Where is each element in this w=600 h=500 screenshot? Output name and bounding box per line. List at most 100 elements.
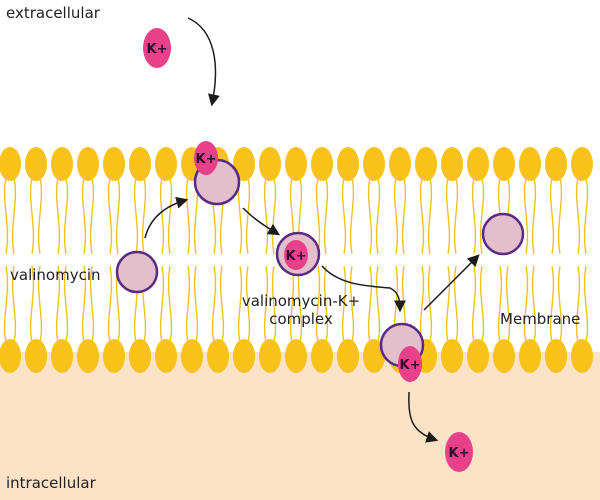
k-ion-binding: K+ <box>194 141 218 175</box>
lipid-tail <box>471 177 477 255</box>
lipid-tail <box>29 265 35 343</box>
lipid-tail <box>349 177 355 255</box>
lipid-tail <box>497 265 503 343</box>
complex-label-line2: complex <box>269 310 333 328</box>
lipid-tail <box>37 177 43 255</box>
lipid-tail <box>575 177 581 255</box>
lipid-tail <box>245 177 251 255</box>
k-ion-label: K+ <box>196 152 217 167</box>
lipid-tail <box>63 177 69 255</box>
lipid-head <box>467 147 489 181</box>
lipid-tail <box>445 177 451 255</box>
lipid-tail <box>479 177 485 255</box>
k-ion-in-complex: K+ <box>284 240 308 270</box>
lipid-head <box>233 147 255 181</box>
lipid-head <box>311 339 333 373</box>
extracellular-label: extracellular <box>6 4 100 22</box>
complex-label: valinomycin-K+ complex <box>236 292 366 328</box>
lipid-head <box>545 147 567 181</box>
lipid-tail <box>549 265 555 343</box>
lipid-head <box>519 339 541 373</box>
lipid-head <box>129 147 151 181</box>
lipid-head <box>363 147 385 181</box>
lipid-tail <box>557 177 563 255</box>
lipid-tail <box>193 265 199 343</box>
lipid-head <box>51 339 73 373</box>
lipid-tail <box>583 177 589 255</box>
lipid-tail <box>341 265 347 343</box>
lipid-head <box>389 147 411 181</box>
lipid-head <box>285 147 307 181</box>
lipid-tail <box>89 177 95 255</box>
lipid-tail <box>375 177 381 255</box>
lipid-tail <box>55 177 61 255</box>
arrow-release-ion <box>408 391 439 443</box>
lipid-tail <box>523 177 529 255</box>
lipid-head <box>103 339 125 373</box>
lipid-head <box>129 339 151 373</box>
lipid-tail <box>81 265 87 343</box>
lipid-tail <box>349 265 355 343</box>
lipid-head <box>181 339 203 373</box>
arrow-valinomycin-to-surface <box>144 196 189 239</box>
lipid-tail <box>211 265 217 343</box>
lipid-tail <box>3 177 9 255</box>
lipid-head <box>467 339 489 373</box>
lipid-tail <box>11 265 17 343</box>
lipid-tail <box>367 265 373 343</box>
lipid-head <box>259 339 281 373</box>
lipid-tail <box>575 265 581 343</box>
lipid-heads-top <box>0 147 593 181</box>
k-ion-label: K+ <box>400 358 421 373</box>
lipid-head <box>25 147 47 181</box>
k-ion-extracellular: K+ <box>143 28 171 68</box>
lipid-head <box>337 147 359 181</box>
lipid-head <box>155 339 177 373</box>
lipid-tail <box>393 177 399 255</box>
lipid-head <box>441 147 463 181</box>
lipid-head <box>493 339 515 373</box>
lipid-tail <box>453 177 459 255</box>
lipid-tail <box>37 265 43 343</box>
lipid-tail <box>263 177 269 255</box>
lipid-head <box>571 339 593 373</box>
lipid-tail <box>219 265 225 343</box>
lipid-head <box>259 147 281 181</box>
lipid-tail <box>263 265 269 343</box>
lipid-tail <box>315 177 321 255</box>
lipid-tail <box>185 265 191 343</box>
lipid-tail <box>167 265 173 343</box>
lipid-head <box>519 147 541 181</box>
membrane-label: Membrane <box>500 310 581 328</box>
lipid-tail <box>185 177 191 255</box>
lipid-tail <box>133 177 139 255</box>
lipid-tail <box>531 265 537 343</box>
lipid-tail <box>427 265 433 343</box>
arrow-complex-across <box>321 265 406 313</box>
lipid-tail <box>505 265 511 343</box>
lipid-tail <box>237 265 243 343</box>
lipid-tail <box>375 265 381 343</box>
lipid-tail <box>29 177 35 255</box>
lipid-tail <box>107 177 113 255</box>
lipid-tail <box>419 265 425 343</box>
lipid-tail <box>55 265 61 343</box>
lipid-tail <box>323 177 329 255</box>
lipid-tail <box>3 265 9 343</box>
lipid-tail <box>453 265 459 343</box>
lipid-head <box>0 339 21 373</box>
lipid-tail <box>367 177 373 255</box>
lipid-head <box>233 339 255 373</box>
arrow-ion-to-membrane <box>187 17 220 107</box>
lipid-tail <box>427 177 433 255</box>
intracellular-label: intracellular <box>6 474 96 492</box>
lipid-head <box>207 339 229 373</box>
lipid-tail <box>271 265 277 343</box>
arrow-complex-into-membrane <box>242 207 281 236</box>
lipid-tail <box>549 177 555 255</box>
lipid-head <box>77 147 99 181</box>
lipid-tail <box>531 177 537 255</box>
lipid-head <box>311 147 333 181</box>
